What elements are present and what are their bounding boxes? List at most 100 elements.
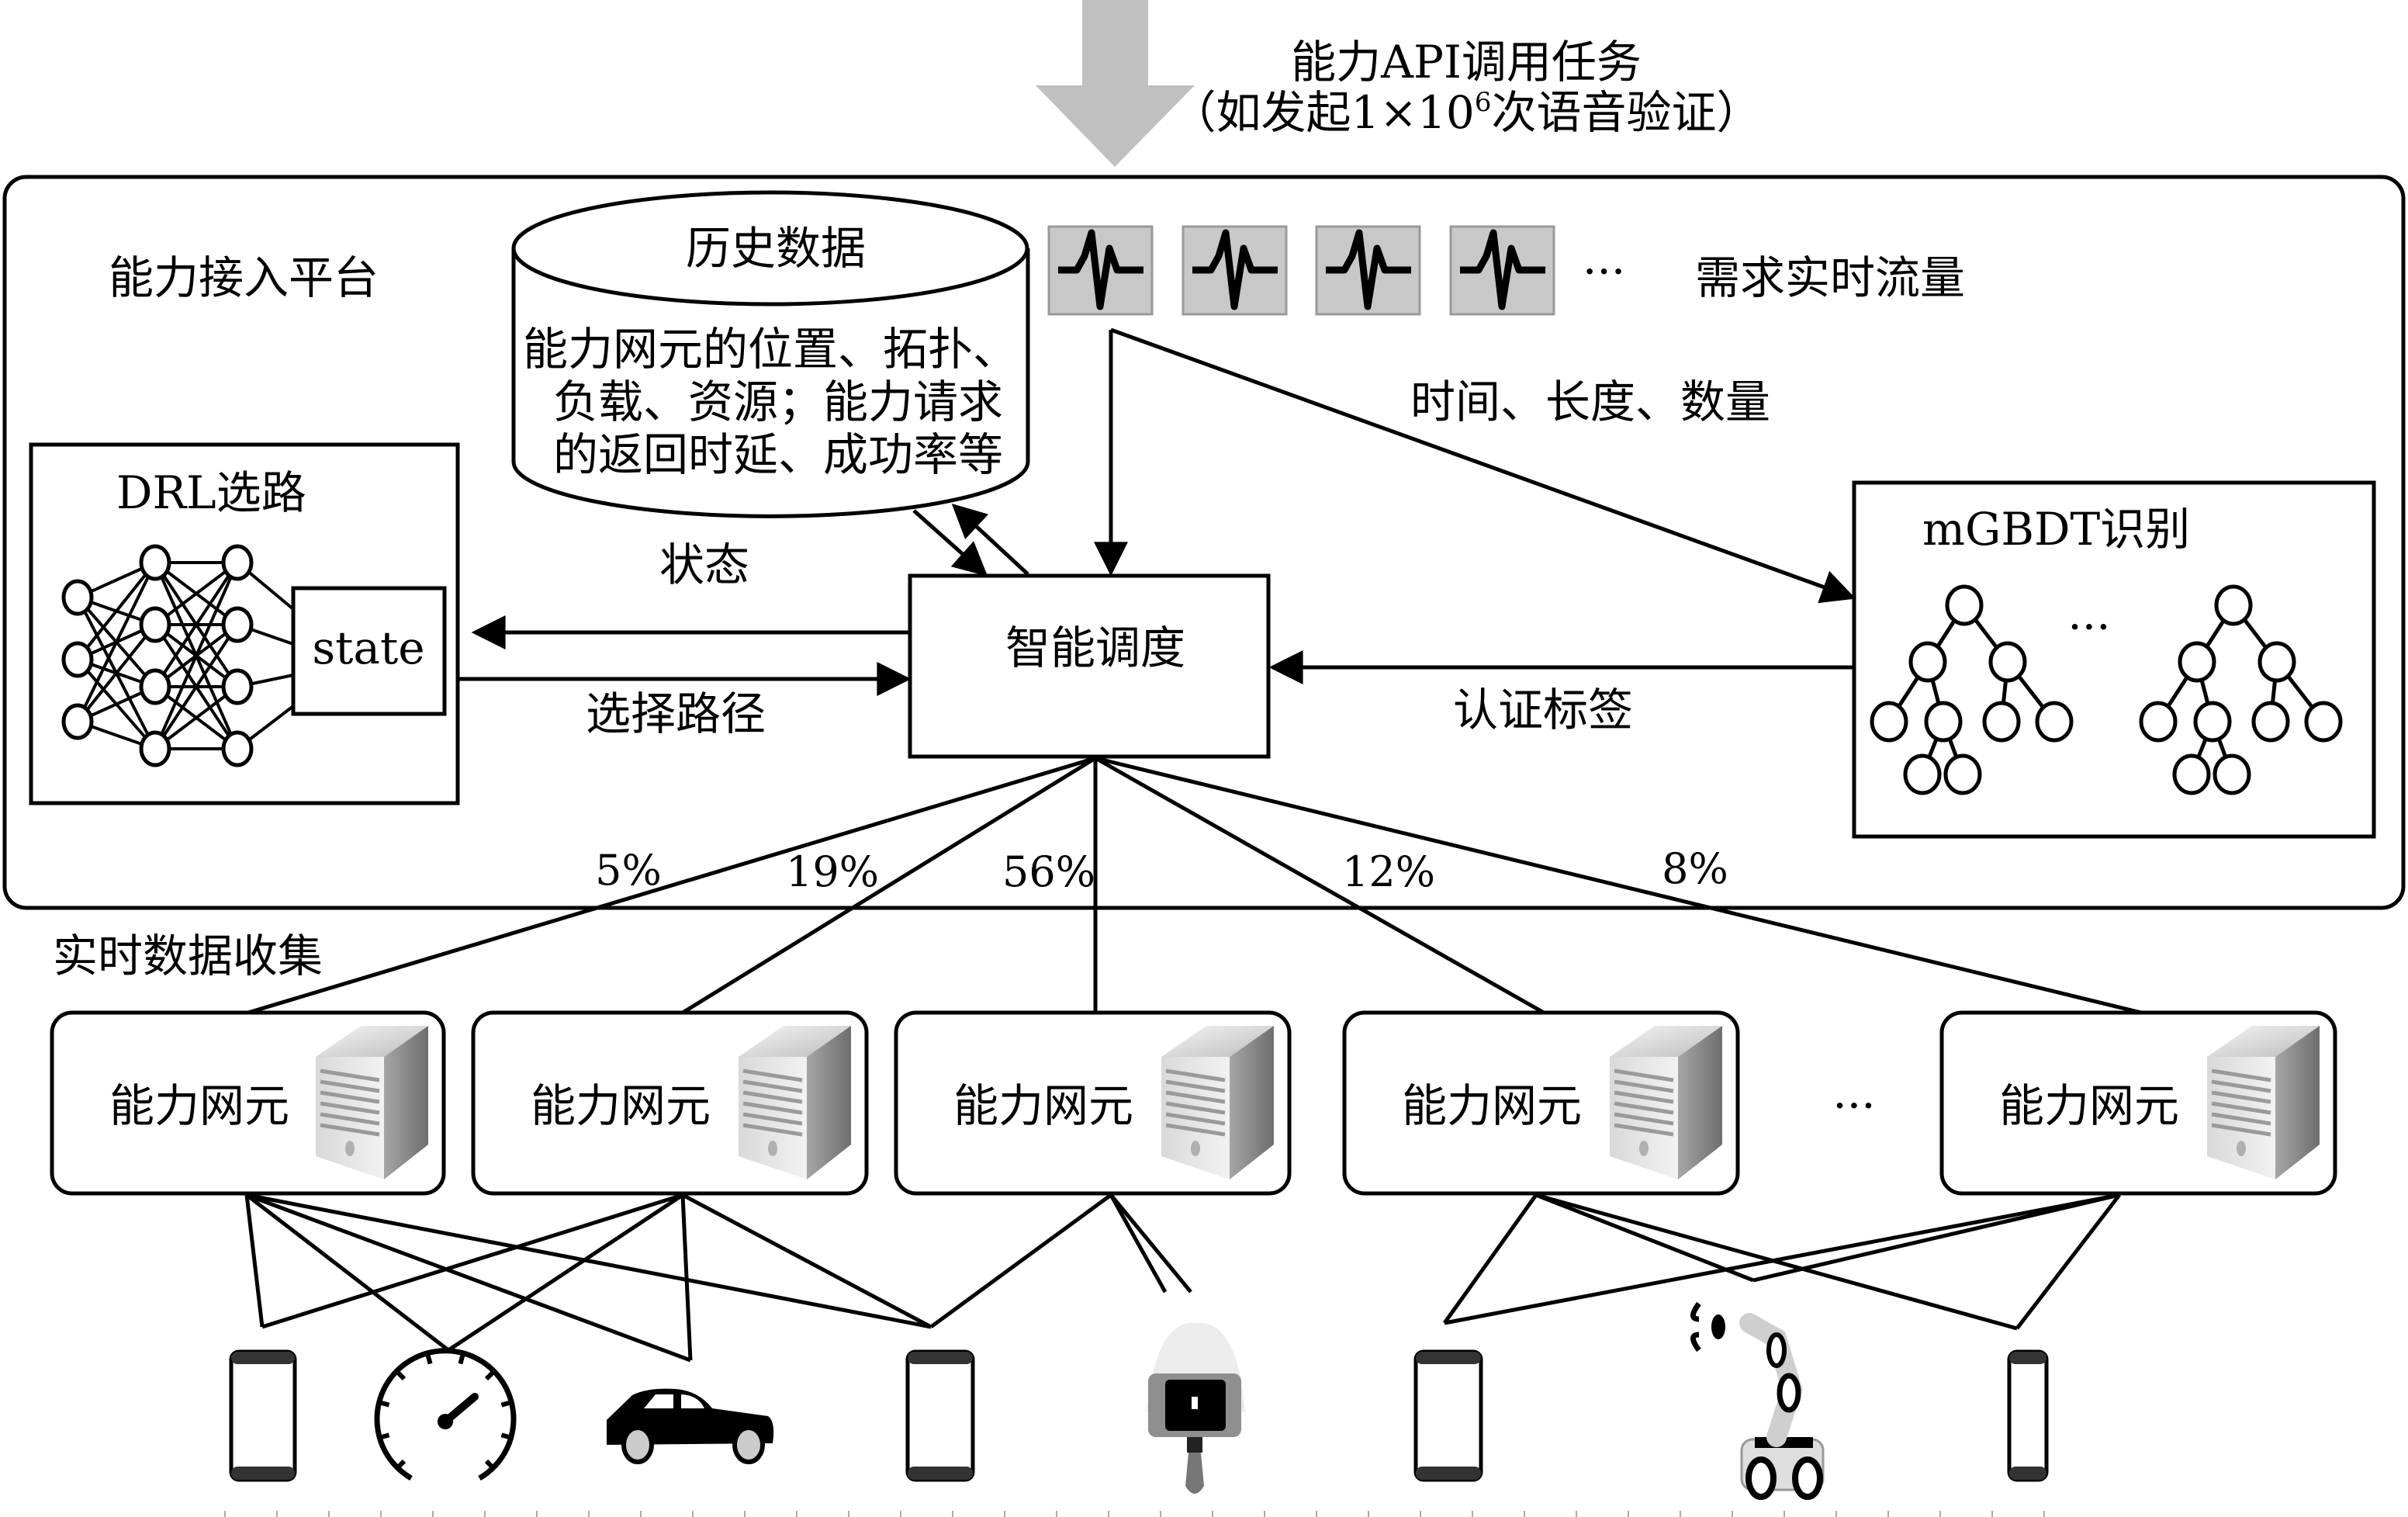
pulse-wave (1326, 229, 1411, 310)
server-button (768, 1141, 777, 1156)
speedometer-tick (500, 1400, 512, 1408)
nn-node (139, 544, 171, 581)
realtime-collection-label: 实时数据收集 (53, 930, 323, 982)
tree-node (2193, 701, 2232, 743)
camera-pole (1185, 1453, 1204, 1494)
capability-node: 能力网元 (471, 1010, 869, 1196)
route-share-label: 56% (1002, 847, 1095, 896)
speedometer-dial (374, 1348, 517, 1481)
car-wheel (621, 1425, 654, 1464)
tree-node (2139, 701, 2178, 743)
tree-node (2172, 753, 2211, 795)
history-database: 历史数据 能力网元的位置、拓扑、 负载、资源；能力请求 的返回时延、成功率等 (511, 190, 1030, 518)
nn-edge (154, 562, 239, 750)
server-side (384, 1026, 428, 1179)
neural-network-icon (61, 544, 295, 767)
server-vent (742, 1101, 803, 1115)
drl-routing-box (29, 442, 460, 805)
traffic-feature-label: 时间、长度、数量 (1410, 376, 1770, 428)
state-label: state (312, 622, 424, 674)
robot-wheel (1745, 1456, 1777, 1500)
robot-gripper (1711, 1314, 1725, 1339)
pulse-icon (1315, 225, 1421, 316)
pulse-icon (1182, 225, 1288, 316)
bottom-ruler (224, 1511, 2045, 1517)
server-vent (2211, 1090, 2271, 1104)
server-vent (1614, 1112, 1674, 1126)
server-vent (742, 1112, 803, 1126)
tree-node (2251, 701, 2290, 743)
server-top (316, 1026, 428, 1057)
speedometer-hub (438, 1414, 453, 1429)
capability-node: 能力网元 (1342, 1010, 1740, 1196)
pulse-icon (1047, 225, 1154, 316)
speedometer-tick (458, 1353, 465, 1365)
server-vent (1165, 1090, 1226, 1104)
server-vent (1165, 1123, 1226, 1137)
scheduler-label: 智能调度 (1005, 622, 1185, 674)
server-vent (742, 1079, 803, 1093)
server-icon (316, 1026, 428, 1179)
robot-arm-segment (1739, 1313, 1803, 1447)
capability-node-label: 能力网元 (953, 1079, 1133, 1132)
server-icon (2207, 1026, 2320, 1179)
server-side (1230, 1026, 1274, 1179)
car-wheel (732, 1425, 765, 1464)
server-vent (2211, 1112, 2271, 1126)
nn-node (139, 606, 171, 643)
select-path-label: 选择路径 (586, 687, 766, 740)
nn-edge (154, 623, 239, 750)
nn-edge (154, 561, 239, 688)
camera-mount (1187, 1437, 1202, 1453)
device-link (246, 1193, 691, 1363)
tree-node (2304, 701, 2343, 743)
speedometer-tick (379, 1432, 390, 1440)
tree-node (1982, 701, 2021, 743)
server-icon (1610, 1026, 1722, 1179)
device-link (245, 1193, 450, 1352)
pulse-icon (1449, 225, 1555, 316)
tree-node (2214, 584, 2253, 626)
traffic-label: 需求实时流量 (1695, 251, 1965, 304)
capability-node: 能力网元 (894, 1010, 1292, 1196)
tree-node (2213, 753, 2251, 795)
server-vent (2211, 1101, 2271, 1115)
devices-row (229, 1301, 2049, 1500)
device-link (680, 1194, 693, 1361)
route-share-label: 19% (786, 847, 879, 896)
server-vent (320, 1068, 380, 1082)
device-link (246, 1193, 932, 1329)
speedometer-tick (379, 1400, 390, 1408)
nn-node (221, 730, 254, 767)
speedometer-icon (374, 1348, 517, 1481)
server-vent (1165, 1112, 1226, 1126)
server-side (2275, 1026, 2320, 1179)
server-vent (1165, 1079, 1226, 1093)
nn-node (139, 730, 171, 767)
route-line (247, 756, 1096, 1015)
history-db-line-2: 负载、资源；能力请求 (553, 376, 1003, 428)
device-links (244, 1193, 2121, 1363)
device-link (447, 1193, 684, 1352)
device-link (244, 1194, 265, 1328)
server-vent (742, 1090, 803, 1104)
nn-edge (76, 623, 157, 723)
server-vent (1614, 1101, 1674, 1115)
server-vent (320, 1123, 380, 1137)
speedometer-tick (484, 1370, 496, 1381)
capability-node-label: 能力网元 (1402, 1079, 1582, 1132)
device-link (681, 1193, 932, 1329)
server-button (2237, 1141, 2246, 1156)
device-link (261, 1193, 683, 1329)
capability-node: 能力网元 (50, 1010, 446, 1196)
camera-lens (1192, 1397, 1198, 1409)
speedometer-tick (395, 1459, 407, 1470)
state-box (291, 586, 447, 716)
pulse-wave (1192, 229, 1278, 310)
route-share-label: 8% (1662, 844, 1728, 893)
server-icon (739, 1026, 851, 1179)
phone-bottom (908, 1467, 973, 1480)
history-db-title: 历史数据 (686, 222, 866, 275)
capability-node-label: 能力网元 (1999, 1079, 2179, 1132)
